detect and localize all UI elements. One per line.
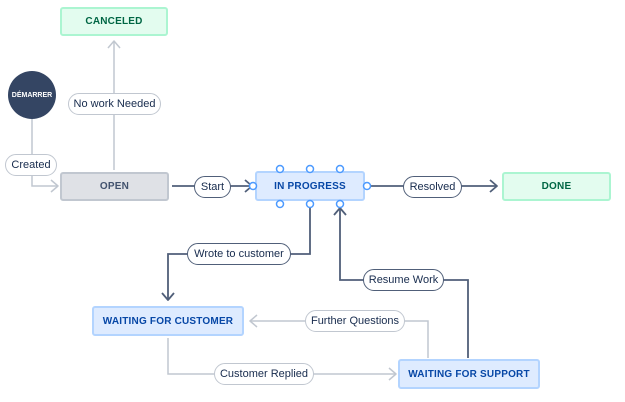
transition-resume-work[interactable]: Resume Work	[363, 269, 444, 291]
transition-start[interactable]: Start	[194, 176, 231, 198]
arrowhead-no-work-needed	[107, 40, 121, 49]
status-done[interactable]: DONE	[502, 172, 611, 201]
status-canceled[interactable]: CANCELED	[60, 7, 168, 36]
transition-customer-replied[interactable]: Customer Replied	[214, 363, 314, 385]
transition-no-work-needed[interactable]: No work Needed	[68, 93, 161, 115]
start-node[interactable]: DÉMARRER	[8, 71, 56, 119]
transition-further-questions[interactable]: Further Questions	[305, 310, 405, 332]
arrow-created	[31, 118, 58, 187]
transition-resolved[interactable]: Resolved	[403, 176, 462, 198]
arrowhead-wrote-to-customer	[161, 292, 175, 301]
status-open[interactable]: OPEN	[60, 172, 169, 201]
status-waiting-for-support[interactable]: WAITING FOR SUPPORT	[398, 359, 540, 389]
arrowhead-further-questions	[249, 314, 258, 328]
transition-wrote-to-customer[interactable]: Wrote to customer	[187, 243, 291, 265]
status-waiting-for-customer[interactable]: WAITING FOR CUSTOMER	[92, 306, 244, 336]
arrow-customer-replied	[167, 338, 396, 375]
transition-created[interactable]: Created	[5, 154, 57, 176]
arrowhead-resolved	[489, 179, 498, 193]
status-in-progress[interactable]: IN PROGRESS	[255, 171, 365, 201]
arrowhead-created	[50, 179, 59, 193]
arrowhead-customer-replied	[388, 367, 397, 381]
